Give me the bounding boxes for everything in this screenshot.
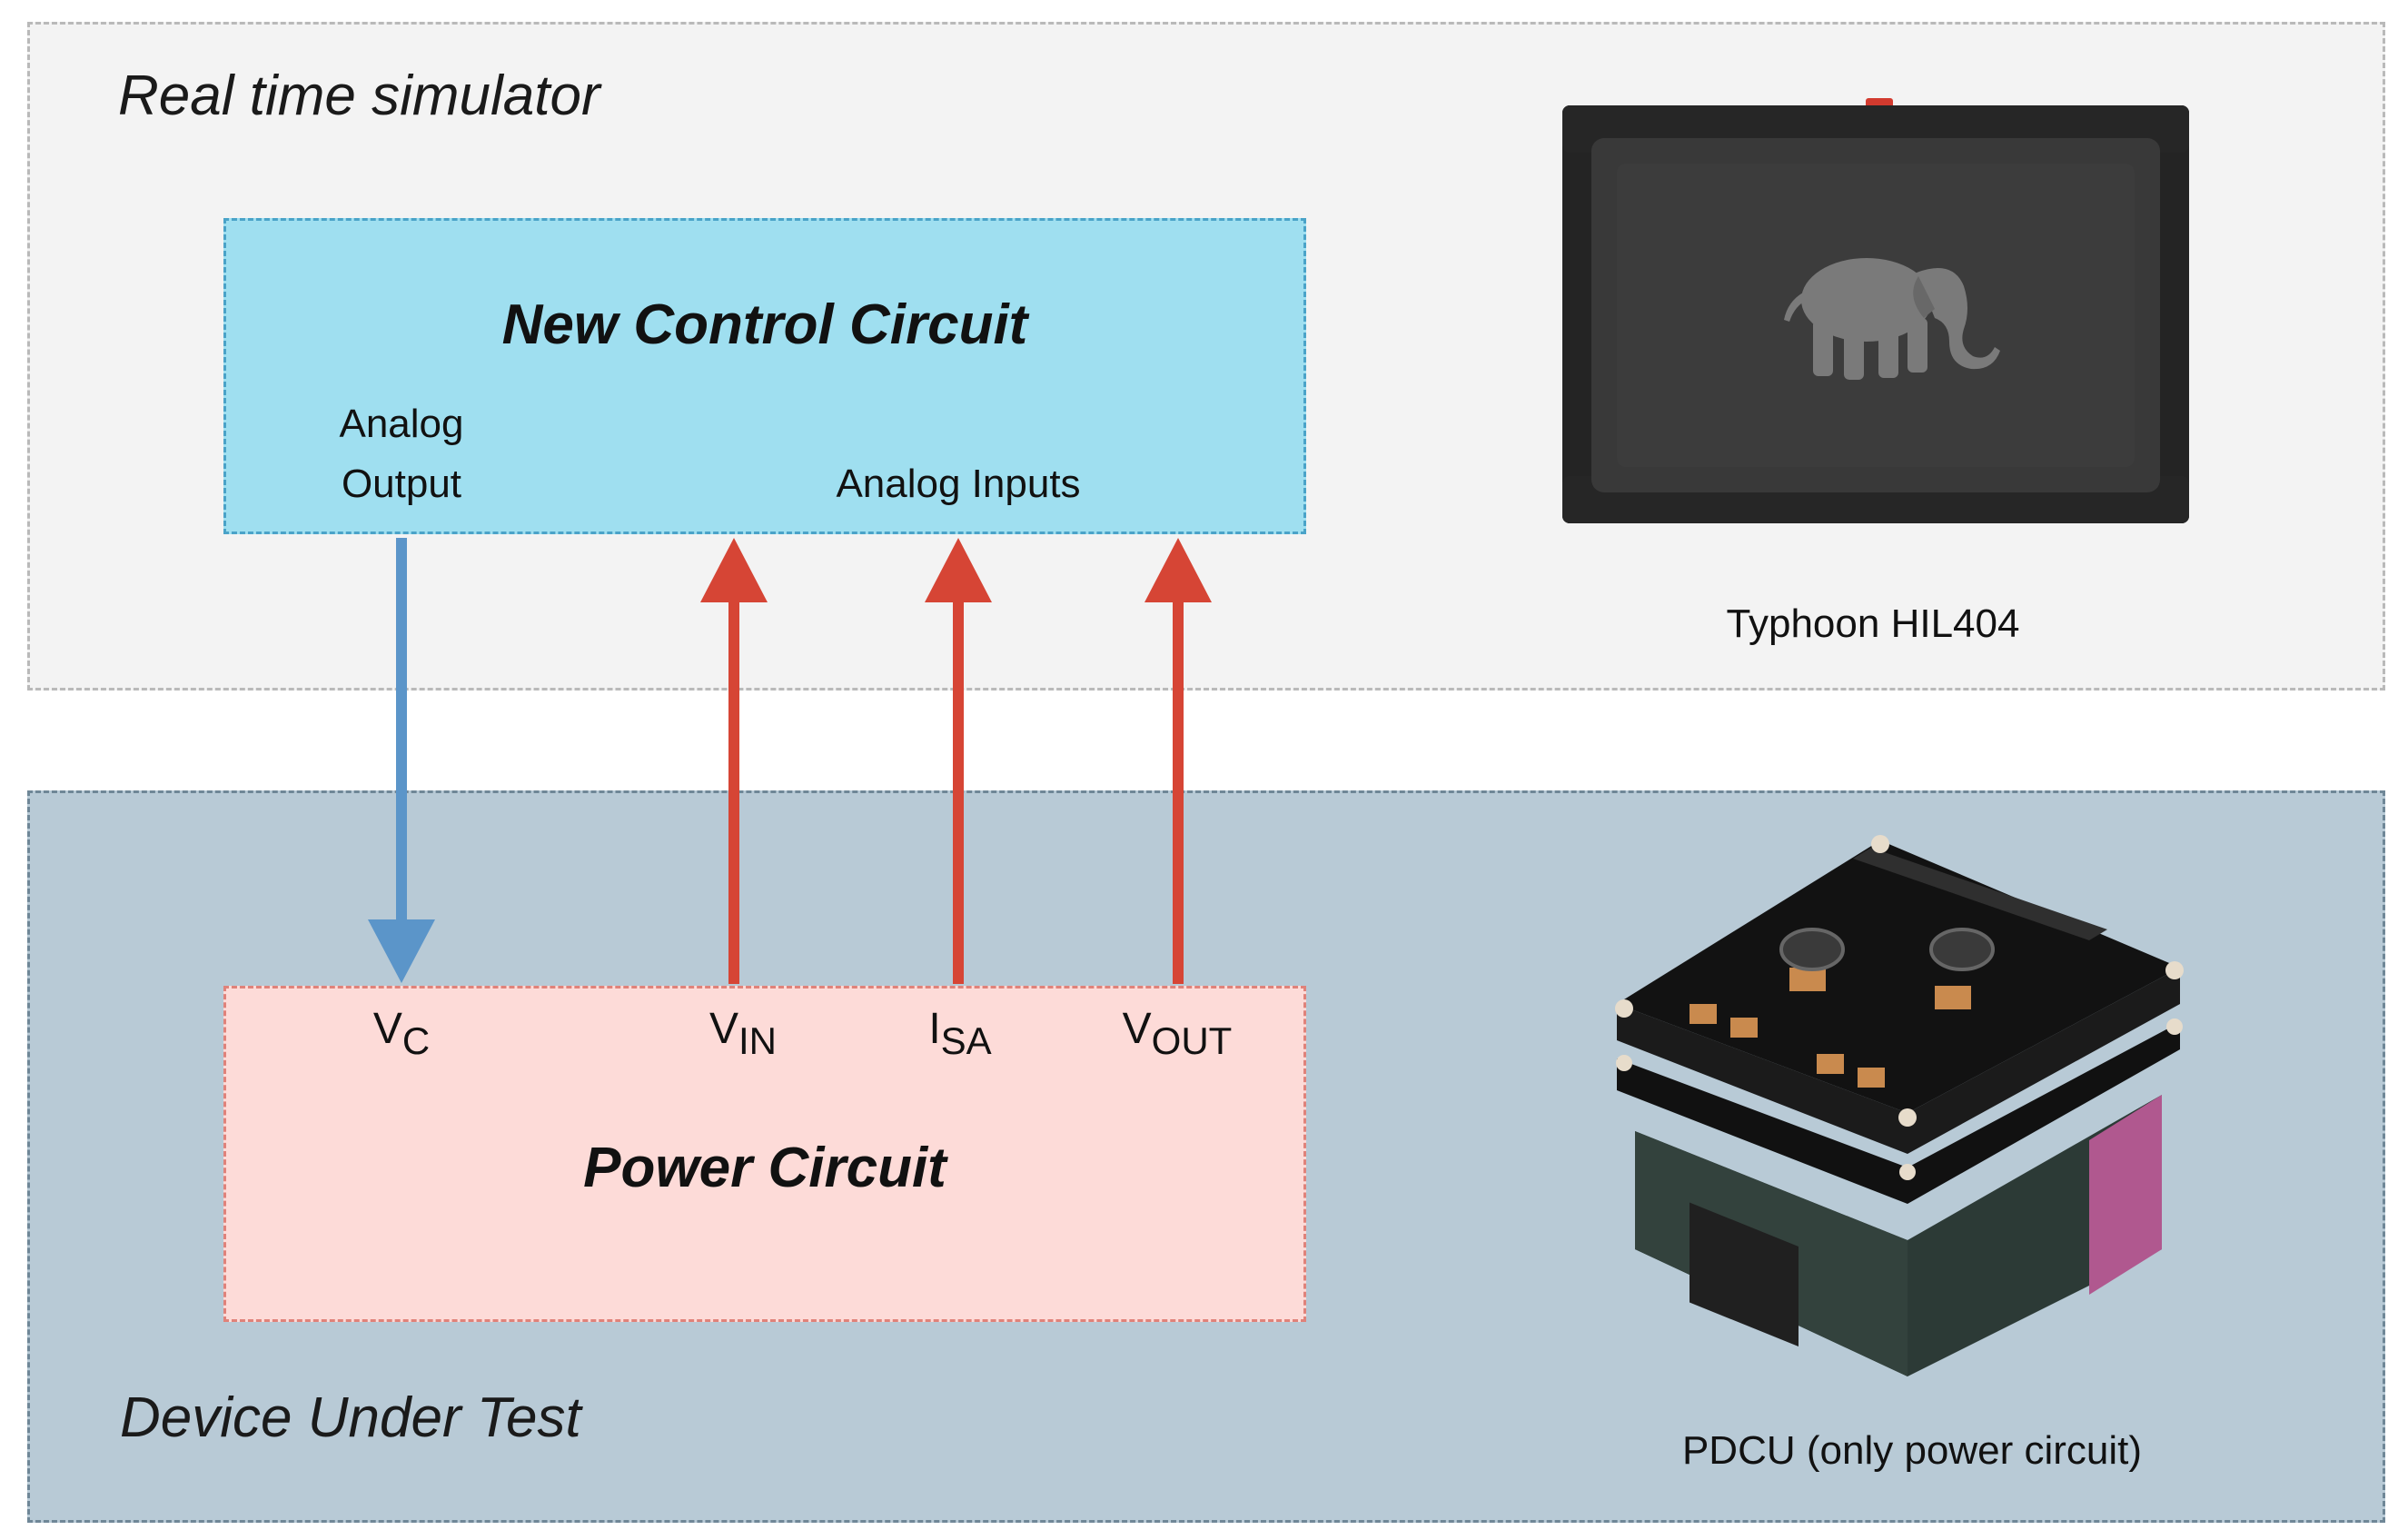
isa-main: I — [928, 1005, 941, 1053]
vc-main: V — [372, 1005, 402, 1053]
vout-sub: OUT — [1151, 1019, 1233, 1062]
analog-output-line2: Output — [341, 462, 462, 506]
arrow-vc — [368, 538, 435, 983]
vin-sub: IN — [738, 1019, 778, 1062]
signal-label-vout: VOUT — [1123, 1004, 1233, 1063]
pdcu-board-icon — [1615, 835, 2184, 1376]
signal-label-vin: VIN — [709, 1004, 777, 1063]
analog-output-label: Analog Output — [339, 394, 463, 514]
hil-simulator-icon — [1562, 98, 2189, 523]
analog-output-line1: Analog — [339, 402, 464, 446]
elephant-logo-icon — [1784, 258, 2000, 380]
new-control-circuit-block — [223, 218, 1306, 534]
arrow-vin — [700, 538, 768, 984]
power-circuit-title: Power Circuit — [583, 1137, 946, 1199]
signal-label-vc: VC — [373, 1004, 430, 1063]
dut-zone-title: Device Under Test — [120, 1386, 581, 1449]
hil-device-caption: Typhoon HIL404 — [1726, 601, 2020, 646]
vin-main: V — [709, 1005, 739, 1053]
control-circuit-title: New Control Circuit — [501, 293, 1028, 356]
simulator-zone-title: Real time simulator — [118, 65, 600, 127]
signal-label-isa: ISA — [928, 1004, 991, 1063]
analog-inputs-label: Analog Inputs — [836, 462, 1081, 506]
isa-sub: SA — [940, 1019, 992, 1062]
vc-sub: C — [401, 1019, 431, 1062]
pdcu-device-caption: PDCU (only power circuit) — [1681, 1428, 2143, 1473]
vout-main: V — [1122, 1005, 1152, 1053]
arrow-vout — [1145, 538, 1212, 984]
power-circuit-block — [223, 986, 1306, 1322]
arrow-isa — [925, 538, 992, 984]
